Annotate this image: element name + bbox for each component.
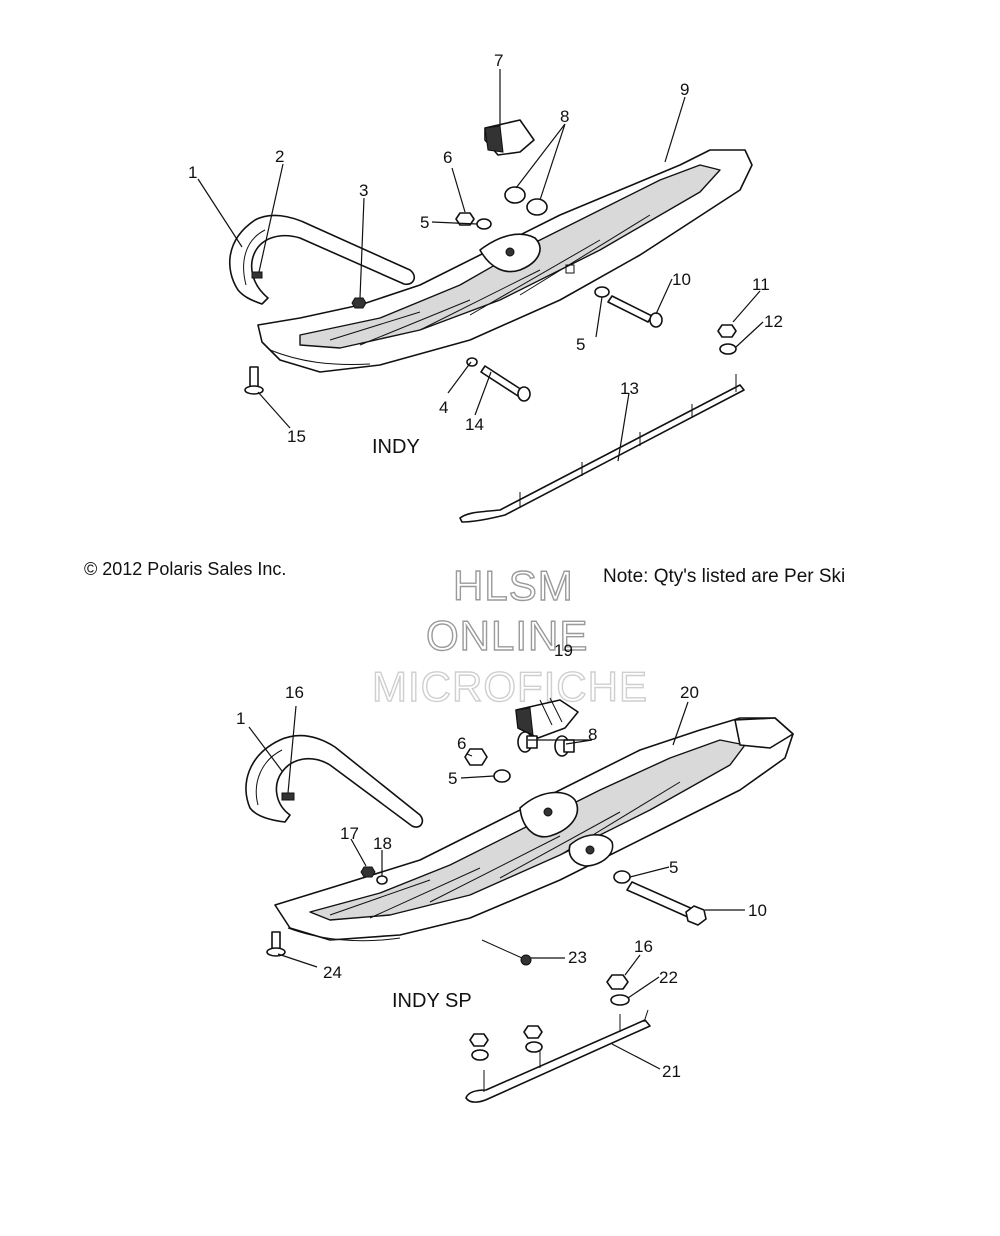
callout-17: 17 [340, 824, 359, 843]
handle-part-1-lower [245, 734, 424, 828]
callout-9: 9 [680, 80, 689, 99]
nut-part-3 [351, 297, 367, 309]
callout-14: 14 [465, 415, 484, 434]
washer-part-12 [719, 343, 737, 355]
callout-22: 22 [659, 968, 678, 987]
callout-3: 3 [359, 181, 368, 200]
upper-assembly: 1 2 3 4 5 5 6 7 8 9 10 11 12 13 14 15 [188, 51, 783, 523]
watermark: HLSM ONLINE MICROFICHE [371, 561, 648, 710]
runner-nut-b [523, 1025, 543, 1039]
callout-13: 13 [620, 379, 639, 398]
callout-1: 1 [188, 163, 197, 182]
lower-assembly-title: INDY SP [392, 990, 472, 1012]
nut-part-6 [455, 212, 475, 226]
callout-12: 12 [764, 312, 783, 331]
callout-5-lower-right: 5 [669, 858, 678, 877]
washer-part-18 [376, 875, 388, 885]
upper-assembly-title: INDY [372, 436, 420, 458]
callout-2: 2 [275, 147, 284, 166]
callout-4: 4 [439, 398, 448, 417]
ski-body-part-20 [274, 717, 794, 942]
callout-6-lower: 6 [457, 734, 466, 753]
callout-18: 18 [373, 834, 392, 853]
callout-16-lower: 16 [285, 683, 304, 702]
bolt-part-23 [481, 939, 532, 966]
bracket-part-7 [484, 119, 535, 156]
callout-16-nut: 16 [634, 937, 653, 956]
washer-part-5-right [594, 286, 610, 298]
bushing-part-8a [504, 186, 526, 204]
bushing-part-8-lower-a [517, 731, 538, 753]
washer-part-5-lower [493, 769, 511, 783]
callout-19: 19 [554, 641, 573, 660]
bolt-part-24 [266, 931, 286, 957]
nut-part-6-lower [464, 748, 488, 766]
callout-5-lower: 5 [448, 769, 457, 788]
bracket-part-19 [515, 697, 579, 739]
callout-6: 6 [443, 148, 452, 167]
upper-leaders [197, 69, 764, 462]
runner-washer-a [471, 1049, 489, 1061]
callout-5b: 5 [576, 335, 585, 354]
callout-15: 15 [287, 427, 306, 446]
runner-nut-a [469, 1033, 489, 1047]
copyright-text: © 2012 Polaris Sales Inc. [84, 559, 286, 579]
nut-part-16-lower [606, 974, 629, 990]
callout-10: 10 [672, 270, 691, 289]
callout-1-lower: 1 [236, 709, 245, 728]
bushing-part-8b [526, 198, 548, 216]
callout-23: 23 [568, 948, 587, 967]
bolt-part-10-lower [626, 881, 707, 926]
callout-11: 11 [752, 275, 770, 294]
callout-24: 24 [323, 963, 342, 982]
callout-20: 20 [680, 683, 699, 702]
nut-part-17 [360, 866, 376, 878]
lower-callouts: 1 16 17 18 6 5 19 8 20 5 10 16 22 23 24 … [236, 641, 767, 1081]
runner-part-13 [459, 374, 745, 523]
lower-leaders [248, 701, 745, 1070]
callout-21: 21 [662, 1062, 681, 1081]
callout-7: 7 [494, 51, 503, 70]
callout-8: 8 [560, 107, 569, 126]
bolt-part-15 [244, 366, 264, 395]
runner-washer-b [525, 1041, 543, 1053]
bolt-part-14 [480, 365, 531, 402]
washer-part-22 [610, 994, 630, 1006]
bushing-part-8-lower-b [554, 735, 575, 757]
upper-callouts: 1 2 3 4 5 5 6 7 8 9 10 11 12 13 14 15 [188, 51, 783, 446]
callout-8-lower: 8 [588, 725, 597, 744]
nut-part-11 [717, 324, 737, 338]
bolt-part-10 [607, 295, 663, 328]
callout-10-lower: 10 [748, 901, 767, 920]
callout-5: 5 [420, 213, 429, 232]
note-text: Note: Qty's listed are Per Ski [603, 566, 845, 587]
washer-part-5-upper [476, 218, 492, 230]
runner-part-21 [465, 1009, 651, 1103]
ski-body-part-9 [257, 149, 753, 373]
lower-assembly: 1 16 17 18 6 5 19 8 20 5 10 16 22 23 24 … [236, 641, 794, 1103]
handle-part-1 [228, 214, 416, 305]
washer-part-5-lower-right [613, 870, 631, 884]
watermark-line-3: MICROFICHE [372, 663, 648, 710]
watermark-line-2: ONLINE [426, 612, 588, 659]
watermark-line-1: HLSM [453, 562, 574, 609]
